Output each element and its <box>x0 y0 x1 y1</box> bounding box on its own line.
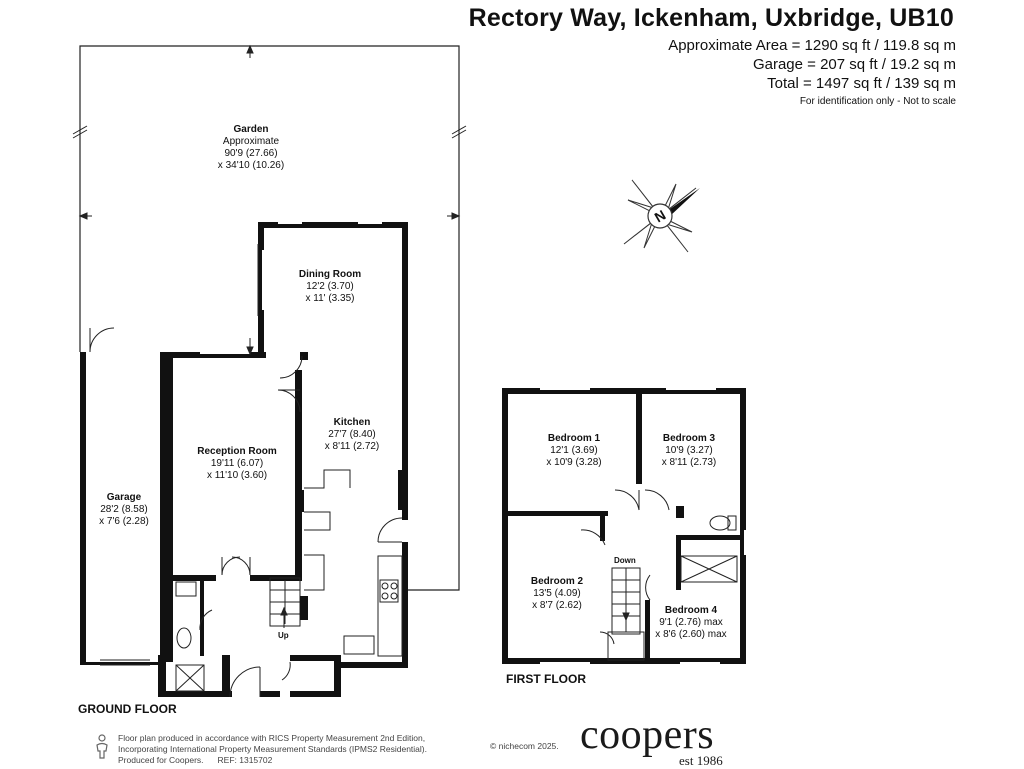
person-measure-icon <box>96 734 108 759</box>
coopers-logo: coopers <box>580 712 715 758</box>
stairs-down-label: Down <box>614 556 636 565</box>
room-kitchen: Kitchen 27'7 (8.40) x 8'11 (2.72) <box>325 417 380 453</box>
room-dimension: x 11'10 (3.60) <box>206 470 268 481</box>
room-dimension: 12'1 (3.69) <box>550 445 598 456</box>
room-garden: Garden Approximate 90'9 (27.66) x 34'10 … <box>218 124 284 172</box>
stair-arrow-first <box>622 570 630 622</box>
footer-line-produced: Produced for Coopers. REF: 1315702 <box>118 755 427 766</box>
room-dimension: x 8'6 (2.60) max <box>655 629 727 640</box>
room-name: Kitchen <box>333 417 371 428</box>
room-dimension: x 11' (3.35) <box>305 293 355 304</box>
footer-notes: Floor plan produced in accordance with R… <box>118 733 427 766</box>
room-dimension: 10'9 (3.27) <box>665 445 713 456</box>
area-total: Total = 1497 sq ft / 139 sq m <box>767 75 956 92</box>
room-dimension: x 8'11 (2.73) <box>661 457 717 468</box>
room-dimension: 28'2 (8.58) <box>100 504 148 515</box>
area-approximate: Approximate Area = 1290 sq ft / 119.8 sq… <box>668 37 956 54</box>
room-dimension: 27'7 (8.40) <box>328 429 376 440</box>
room-name: Bedroom 2 <box>530 576 584 587</box>
scale-disclaimer: For identification only - Not to scale <box>799 96 956 107</box>
room-dimension: 12'2 (3.70) <box>306 281 354 292</box>
ground-floor-fixtures <box>89 220 403 698</box>
chimney-block <box>300 596 308 620</box>
coopers-tagline: est 1986 <box>679 753 723 768</box>
room-bedroom-3: Bedroom 3 10'9 (3.27) x 8'11 (2.73) <box>662 433 717 469</box>
room-name: Bedroom 1 <box>547 433 601 444</box>
room-name: Garage <box>106 492 142 503</box>
garden-boundary <box>79 45 460 591</box>
footer-line: Incorporating International Property Mea… <box>118 744 427 754</box>
room-bedroom-2: Bedroom 2 13'5 (4.09) x 8'7 (2.62) <box>531 576 583 612</box>
property-address: Rectory Way, Ickenham, Uxbridge, UB10 <box>468 4 954 32</box>
stair-arrow-ground <box>280 606 288 628</box>
entry-arrow <box>246 338 254 356</box>
first-floor-walls <box>502 388 746 664</box>
room-dimension: 13'5 (4.09) <box>533 588 581 599</box>
room-reception: Reception Room 19'11 (6.07) x 11'10 (3.6… <box>197 446 276 482</box>
footer-produced-text: Produced for Coopers. <box>118 755 204 765</box>
room-bedroom-1: Bedroom 1 12'1 (3.69) x 10'9 (3.28) <box>546 433 601 469</box>
first-floor-fixtures <box>540 386 748 666</box>
room-name: Bedroom 4 <box>664 605 718 616</box>
area-garage: Garage = 207 sq ft / 19.2 sq m <box>752 56 956 73</box>
first-floor-label: FIRST FLOOR <box>506 672 586 686</box>
room-dimension: 90'9 (27.66) <box>224 148 278 159</box>
footer-line: Floor plan produced in accordance with R… <box>118 733 426 743</box>
room-bedroom-4: Bedroom 4 9'1 (2.76) max x 8'6 (2.60) ma… <box>655 605 726 641</box>
room-name: Reception Room <box>197 446 277 457</box>
compass-rose-icon: N <box>623 179 700 253</box>
room-dimension: x 34'10 (10.26) <box>217 160 285 171</box>
room-dimension: x 10'9 (3.28) <box>546 457 602 468</box>
stairs-up-label: Up <box>278 631 289 640</box>
room-dimension: x 8'11 (2.72) <box>324 441 380 452</box>
room-dimension: Approximate <box>222 136 280 147</box>
room-dimension: x 7'6 (2.28) <box>99 516 149 527</box>
room-garage: Garage 28'2 (8.58) x 7'6 (2.28) <box>99 492 149 528</box>
room-dimension: x 8'7 (2.62) <box>532 600 582 611</box>
ground-floor-walls <box>80 222 408 697</box>
room-name: Bedroom 3 <box>662 433 716 444</box>
nichecom-copyright: © nichecom 2025. <box>490 741 559 751</box>
room-name: Garden <box>233 124 269 135</box>
room-dimension: 9'1 (2.76) max <box>659 617 723 628</box>
area-summary: Approximate Area = 1290 sq ft / 119.8 sq… <box>668 36 956 111</box>
ground-floor-label: GROUND FLOOR <box>78 702 177 716</box>
garden-dimension-arrows <box>72 44 467 220</box>
footer-ref: REF: 1315702 <box>217 755 273 765</box>
room-name: Dining Room <box>298 269 362 280</box>
room-dining: Dining Room 12'2 (3.70) x 11' (3.35) <box>299 269 361 305</box>
room-dimension: 19'11 (6.07) <box>210 458 264 469</box>
